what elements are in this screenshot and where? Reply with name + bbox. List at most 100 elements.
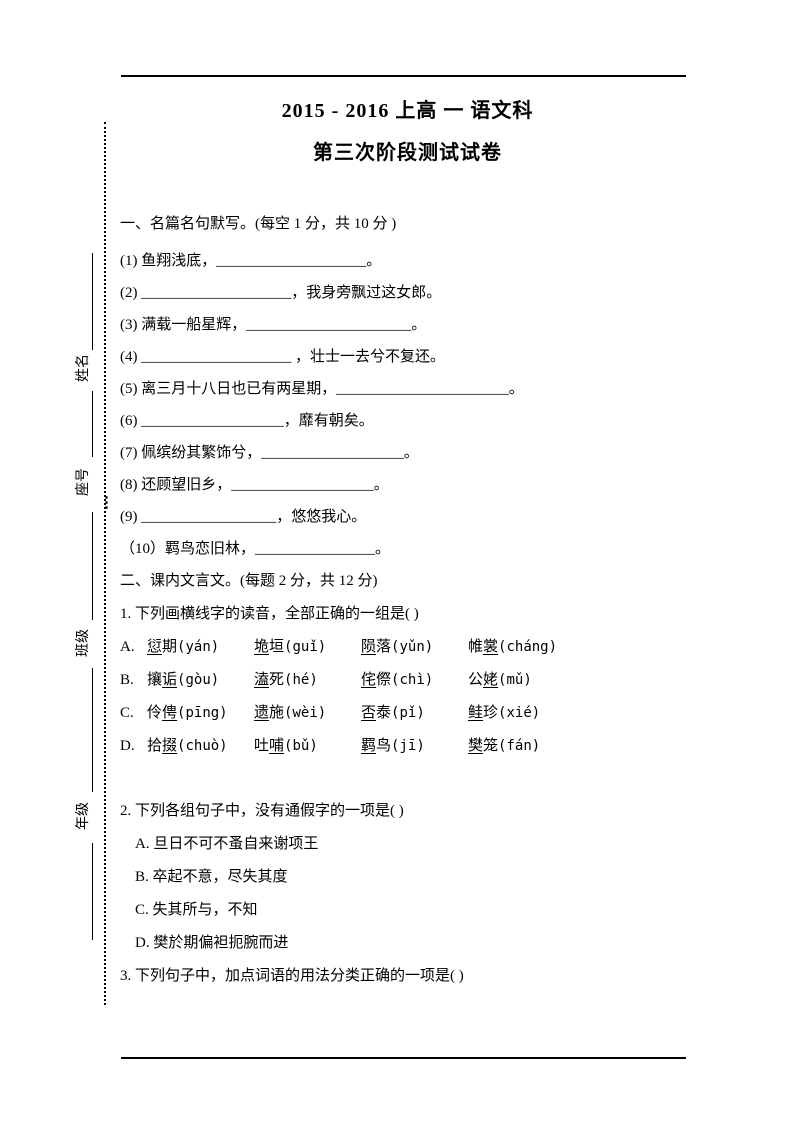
underlined-char: 溘 (254, 672, 270, 688)
q1-option-A: A.愆期(yán)垝垣(guǐ)陨落(yǔn)帷裳(cháng) (120, 631, 695, 664)
underlined-char: 否 (361, 705, 377, 721)
q3-stem: 3. 下列句子中，加点词语的用法分类正确的一项是( ) (120, 968, 464, 984)
plain-char: 伶 (147, 705, 163, 721)
dictation-item: (5) 离三月十八日也已有两星期，_______________________… (120, 381, 524, 397)
underlined-char: 掇 (162, 738, 178, 754)
q2-option-A: A. 旦日不可不蚤自来谢项王 (135, 836, 319, 852)
bottom-write-line (92, 843, 93, 940)
pinyin: (jī) (391, 738, 425, 754)
q2-option-D: D. 樊於期偏袒扼腕而进 (135, 935, 289, 951)
underlined-char: 俜 (162, 705, 178, 721)
underlined-char: 哺 (269, 738, 285, 754)
q2-option-list: A. 旦日不可不蚤自来谢项王 B. 卒起不意，尽失其度 C. 失其所与，不知 D. 樊… (120, 828, 695, 960)
vocab-word: 樊笼(fán) (468, 738, 540, 754)
plain-char: 笼 (483, 738, 499, 754)
pinyin: (gòu) (177, 672, 220, 688)
margin-label-name: 姓名 (76, 354, 91, 382)
vocab-word: 吐哺(bǔ) (254, 730, 361, 763)
spacer (120, 763, 695, 795)
margin-label-seat: 座号 (76, 468, 91, 496)
plain-char: 公 (468, 672, 484, 688)
q1-option-list: A.愆期(yán)垝垣(guǐ)陨落(yǔn)帷裳(cháng)B.攘诟(gòu… (120, 631, 695, 763)
pinyin: (pǐ) (391, 705, 425, 721)
plain-char: 期 (162, 639, 178, 655)
underlined-char: 陨 (361, 639, 377, 655)
dictation-item: (3) 满载一船星辉，______________________。 (120, 317, 427, 333)
option-label: D. (120, 738, 135, 754)
exam-content: 2015 - 2016 上高 一 语文科 第三次阶段测试试卷 一、名篇名句默写。… (120, 96, 695, 993)
vocab-word: 帷裳(cháng) (468, 639, 557, 655)
plain-char: 施 (269, 705, 285, 721)
q1-option-D: D.拾掇(chuò)吐哺(bǔ)羁鸟(jī)樊笼(fán) (120, 730, 695, 763)
class-write-line (92, 512, 93, 620)
pinyin: (wèi) (284, 705, 327, 721)
vocab-word: 攘诟(gòu) (147, 664, 254, 697)
vocab-word: 鲑珍(xié) (468, 705, 540, 721)
option-label: B. (120, 672, 134, 688)
dictation-item: (4) ____________________ ，壮士一去兮不复还。 (120, 349, 445, 365)
underlined-char: 愆 (147, 639, 163, 655)
pinyin: (fán) (498, 738, 541, 754)
grade-write-line (92, 668, 93, 792)
option-label: A. (120, 639, 135, 655)
dictation-item: (8) 还顾望旧乡，___________________。 (120, 477, 389, 493)
vocab-word: 伶俜(pīng) (147, 697, 254, 730)
vocab-word: 羁鸟(jī) (361, 730, 468, 763)
plain-char: 拾 (147, 738, 163, 754)
underlined-char: 鲑 (468, 705, 484, 721)
pinyin: (cháng) (498, 639, 558, 655)
plain-char: 吐 (254, 738, 270, 754)
footer-rule (121, 1057, 686, 1059)
pinyin: (bǔ) (284, 738, 318, 754)
dictation-item: (6) ___________________，靡有朝矣。 (120, 413, 374, 429)
pinyin: (pīng) (177, 705, 228, 721)
dictation-item: (7) 佩缤纷其繁饰兮，___________________。 (120, 445, 419, 461)
vocab-word: 陨落(yǔn) (361, 631, 468, 664)
q2-option-C: C. 失其所与，不知 (135, 902, 258, 918)
underlined-char: 裳 (483, 639, 499, 655)
underlined-char: 姥 (483, 672, 499, 688)
plain-char: 落 (376, 639, 392, 655)
seat-write-line (92, 391, 93, 457)
pinyin: (yǔn) (391, 639, 434, 655)
plain-char: 帷 (468, 639, 484, 655)
vocab-word: 否泰(pǐ) (361, 697, 468, 730)
plain-char: 攘 (147, 672, 163, 688)
vocab-word: 愆期(yán) (147, 631, 254, 664)
plain-char: 死 (269, 672, 285, 688)
dictation-item: （10）羁鸟恋旧林，________________。 (120, 541, 391, 557)
vocab-word: 遗施(wèi) (254, 697, 361, 730)
name-write-line (92, 253, 93, 350)
pinyin: (guǐ) (284, 639, 327, 655)
q1-stem: 1. 下列画横线字的读音，全部正确的一组是( ) (120, 606, 419, 622)
header-rule (121, 75, 686, 77)
section2-heading: 二、课内文言文。(每题 2 分，共 12 分) (120, 573, 378, 589)
margin-label-grade: 年级 (76, 802, 91, 830)
underlined-char: 羁 (361, 738, 377, 754)
vocab-word: 拾掇(chuò) (147, 730, 254, 763)
dictation-item: (9) __________________，悠悠我心。 (120, 509, 367, 525)
pinyin: (hé) (284, 672, 318, 688)
plain-char: 珍 (483, 705, 499, 721)
vertical-ellipsis-mark: ⋮ (99, 495, 114, 511)
underlined-char: 侘 (361, 672, 377, 688)
plain-char: 傺 (376, 672, 392, 688)
pinyin: (mǔ) (498, 672, 532, 688)
underlined-char: 樊 (468, 738, 484, 754)
dictation-item-list: (1) 鱼翔浅底，____________________。 (2) ______… (120, 245, 695, 565)
section1-heading: 一、名篇名句默写。(每空 1 分，共 10 分 ) (120, 216, 397, 232)
dictation-item: (2) ____________________，我身旁飘过这女郎。 (120, 285, 442, 301)
pinyin: (chì) (391, 672, 434, 688)
vocab-word: 公姥(mǔ) (468, 672, 532, 688)
q2-option-B: B. 卒起不意，尽失其度 (135, 869, 288, 885)
seal-fold-dotted-line (104, 122, 106, 1005)
plain-char: 泰 (376, 705, 392, 721)
exam-title-line2: 第三次阶段测试试卷 (313, 142, 502, 164)
q2-stem: 2. 下列各组句子中，没有通假字的一项是( ) (120, 803, 404, 819)
exam-title-line1: 2015 - 2016 上高 一 语文科 (281, 100, 534, 122)
underlined-char: 诟 (162, 672, 178, 688)
dictation-item: (1) 鱼翔浅底，____________________。 (120, 253, 382, 269)
pinyin: (chuò) (177, 738, 228, 754)
vocab-word: 侘傺(chì) (361, 664, 468, 697)
q1-option-B: B.攘诟(gòu)溘死(hé)侘傺(chì)公姥(mǔ) (120, 664, 695, 697)
